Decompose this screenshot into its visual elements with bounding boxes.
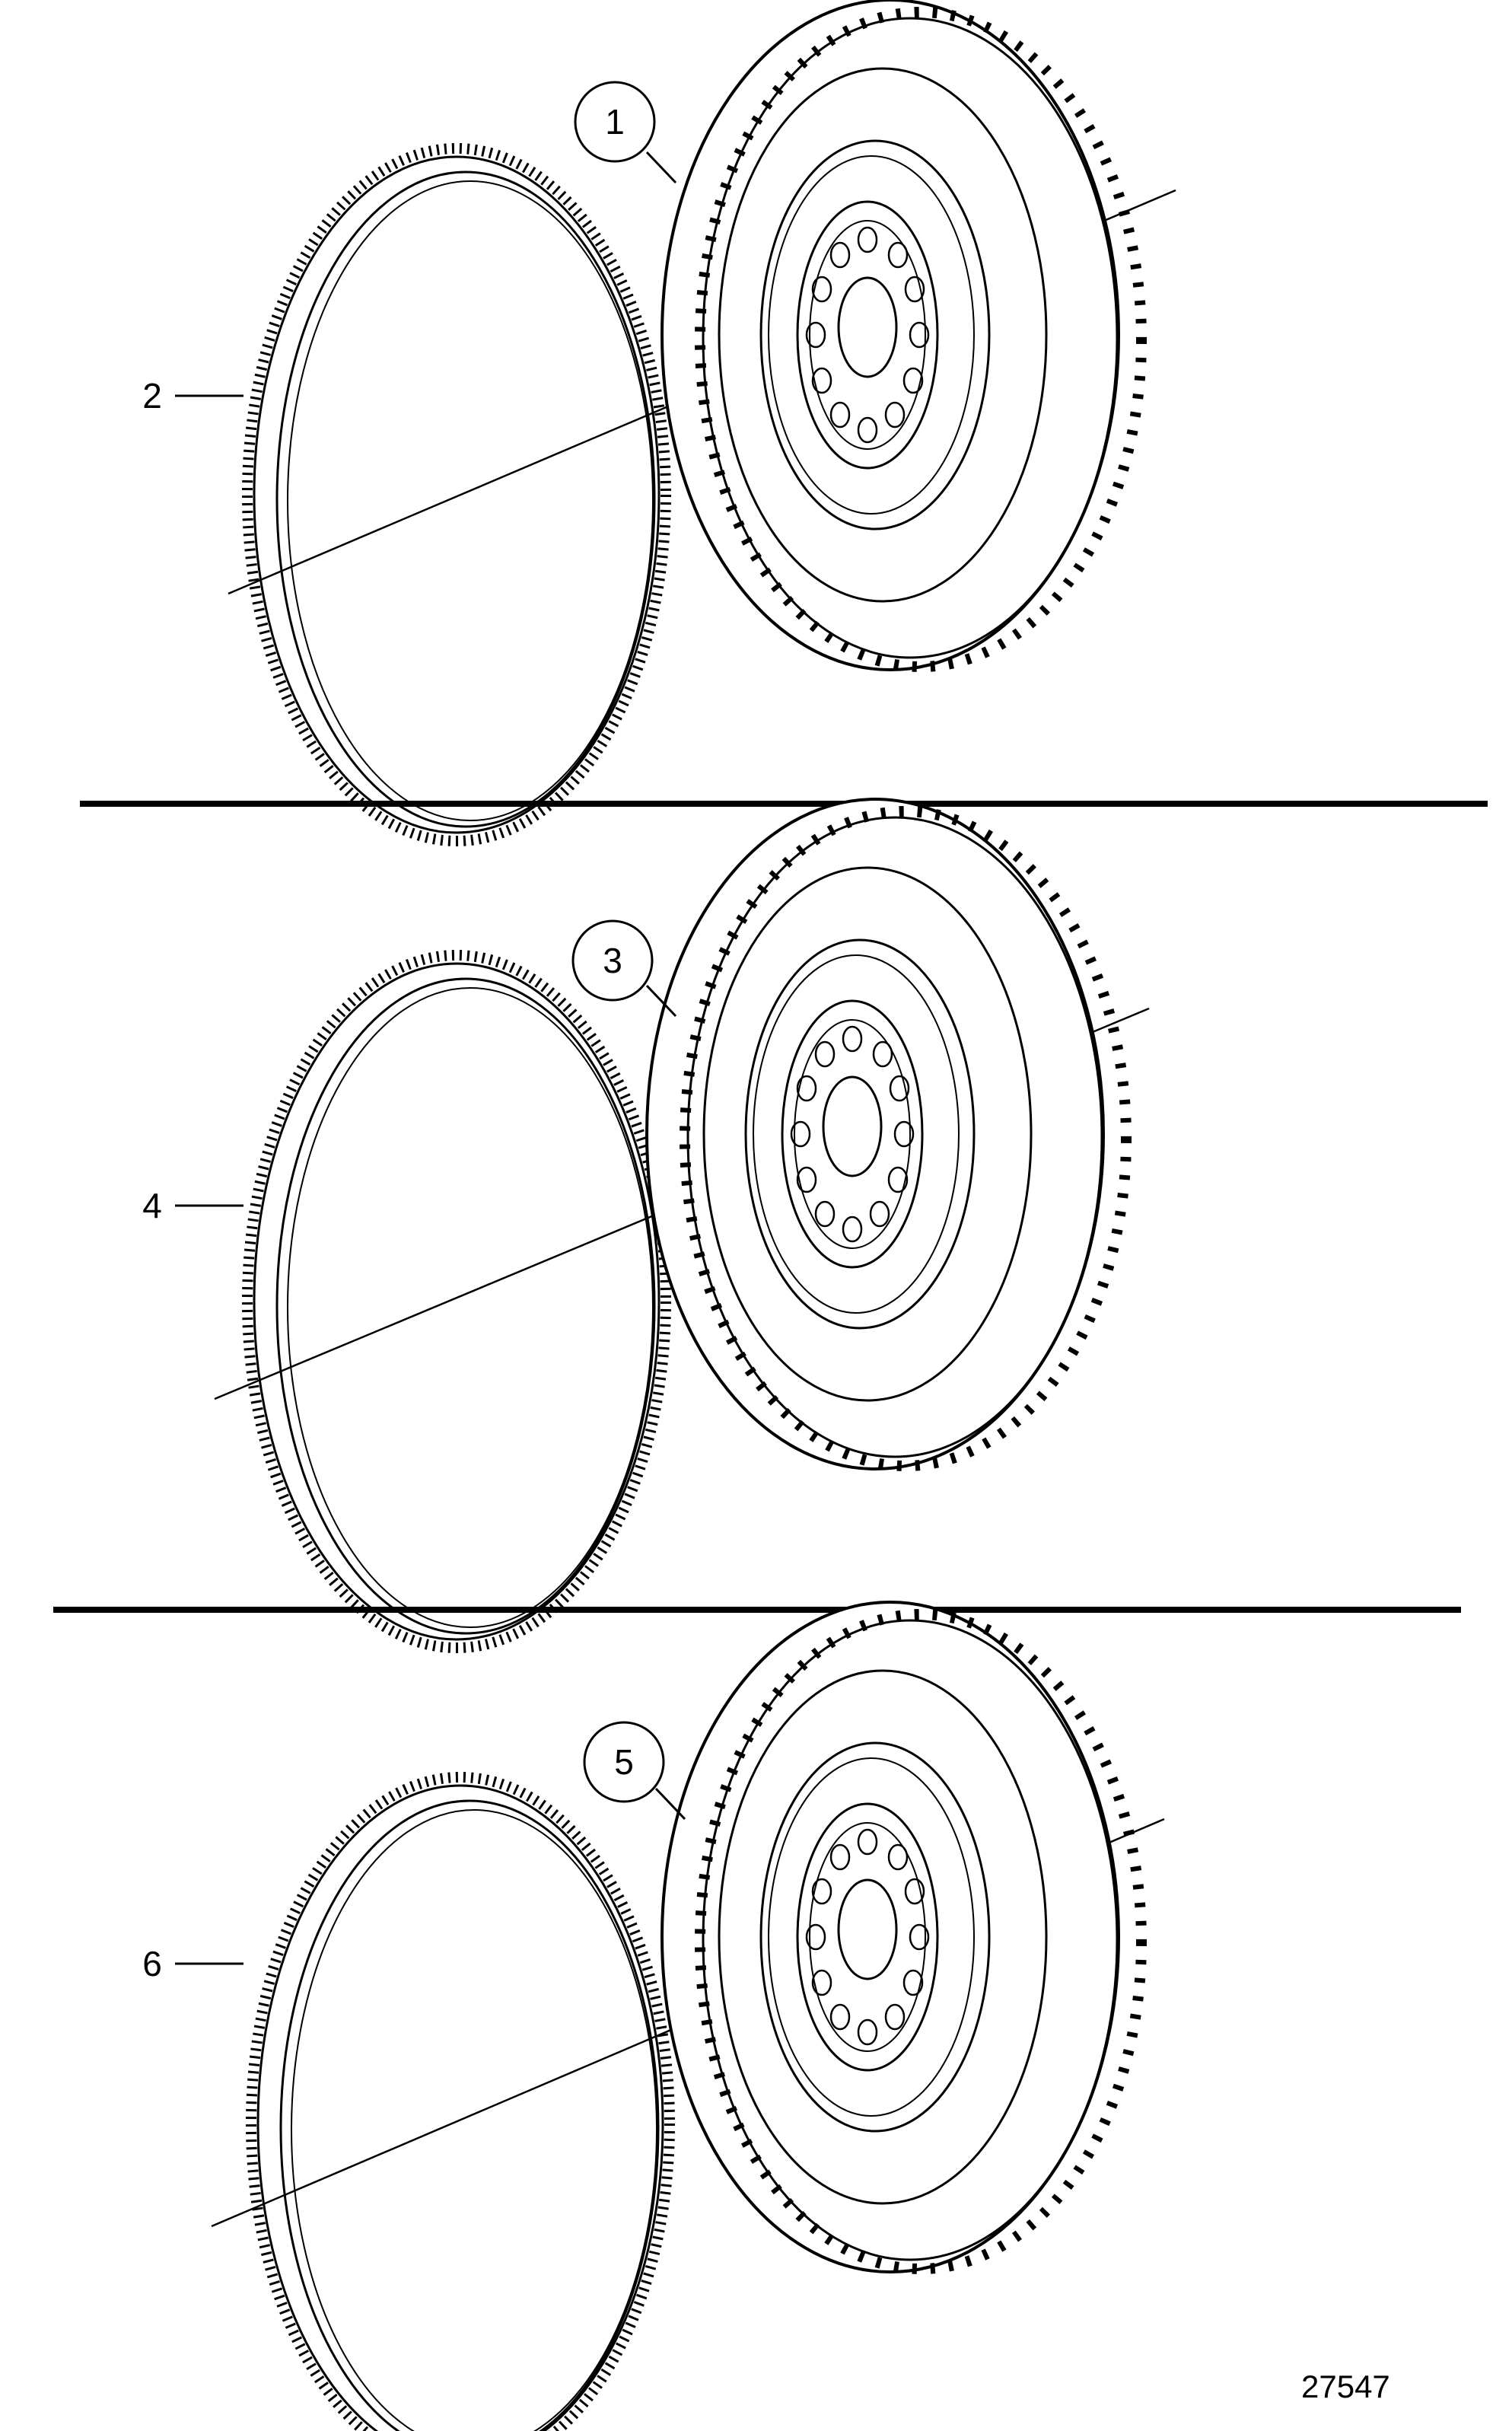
callout-1: 1 [605,102,625,142]
figure-number: 27547 [1301,2369,1390,2404]
callout-4: 4 [142,1186,162,1225]
callout-6: 6 [142,1944,162,1983]
callout-3: 3 [603,941,622,980]
flywheel-5 [662,1602,1141,2272]
section-1: 1 2 [142,0,1176,841]
ring-gear-4 [247,955,666,1648]
callout-circle-3 [571,919,654,1002]
callout-2: 2 [142,376,162,416]
callout-circle-1 [574,81,656,163]
callout-circle-5 [583,1721,665,1803]
callout-5: 5 [614,1742,634,1782]
section-2: 3 4 [142,799,1150,1648]
section-3: 5 6 [142,1602,1165,2431]
ring-gear-6 [251,1777,670,2431]
flywheel-1 [662,0,1141,670]
flywheel-3 [647,799,1126,1469]
ring-gear-2 [247,148,666,841]
